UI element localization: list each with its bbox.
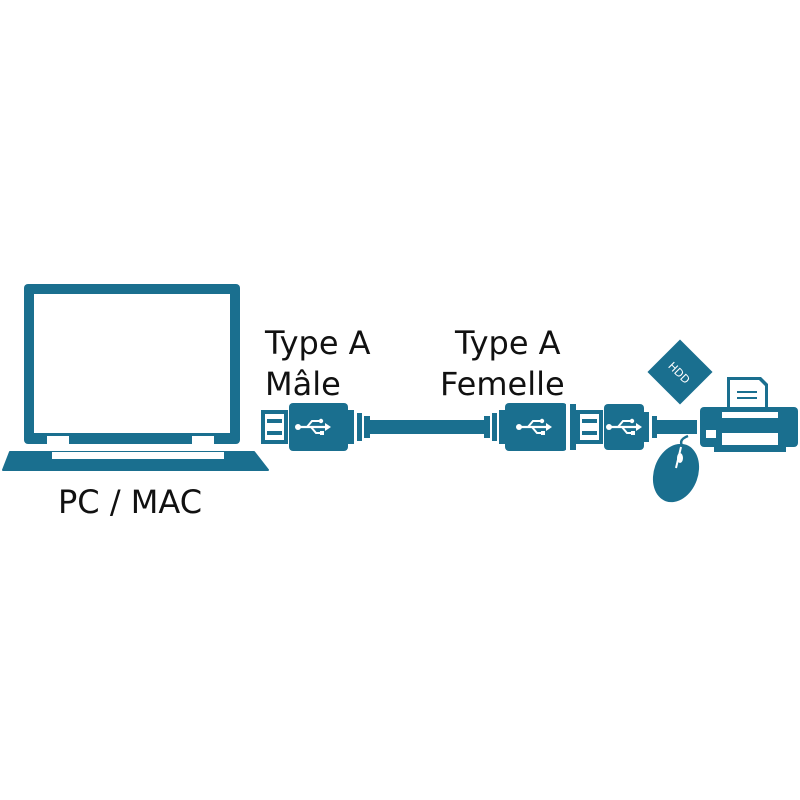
mouse-icon xyxy=(652,434,700,503)
female-gender-label: Femelle xyxy=(440,365,565,403)
printer-icon xyxy=(700,377,798,452)
female-type-label: Type A xyxy=(455,324,561,362)
device-usb-plug xyxy=(576,404,697,450)
male-gender-label: Mâle xyxy=(265,365,341,403)
laptop-icon xyxy=(2,284,269,471)
computer-label: PC / MAC xyxy=(58,483,203,521)
male-type-label: Type A xyxy=(265,324,371,362)
hdd-icon: HDD xyxy=(647,339,713,405)
usb-cable xyxy=(370,420,500,434)
usb-type-a-male-connector xyxy=(261,403,370,451)
